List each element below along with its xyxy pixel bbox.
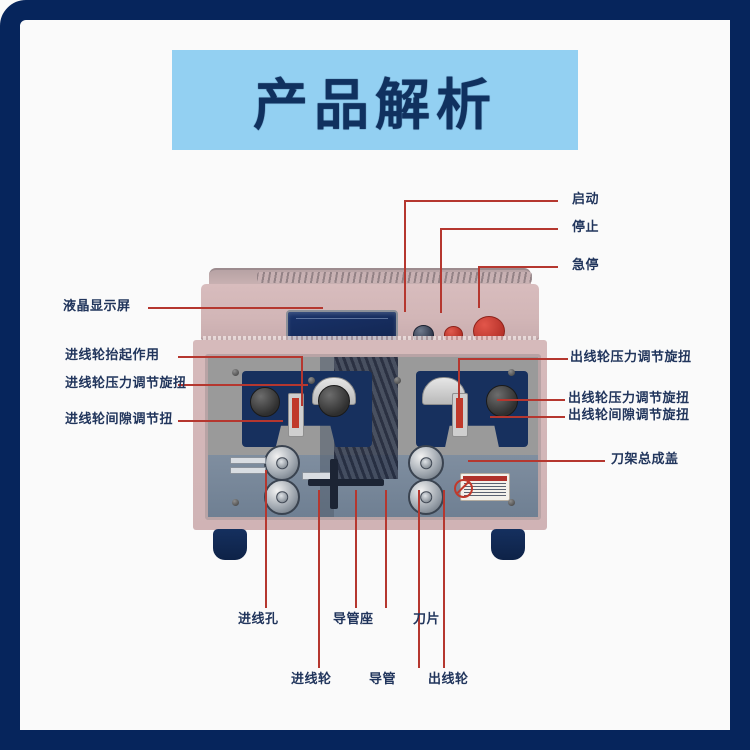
leader-blade-cover bbox=[468, 460, 605, 462]
leader-stop-button-v bbox=[440, 228, 442, 313]
machine-upper-face bbox=[201, 284, 539, 350]
label-tube-seat: 导管座 bbox=[333, 612, 374, 627]
wire-inlet-guide bbox=[230, 457, 266, 464]
leader-feed-lift-h bbox=[178, 356, 303, 358]
panel-screw bbox=[394, 377, 401, 384]
blade-carrier bbox=[330, 459, 338, 509]
label-feed-wheel-lift: 进线轮抬起作用 bbox=[65, 348, 160, 363]
label-lcd-screen: 液晶显示屏 bbox=[63, 299, 131, 314]
out-roller-lower bbox=[408, 479, 444, 515]
leader-wire-inlet-hole bbox=[265, 470, 267, 608]
label-stop-button: 停止 bbox=[572, 220, 600, 235]
leader-feed-gap bbox=[178, 420, 283, 422]
out-wheel-gap-slot[interactable] bbox=[452, 393, 468, 437]
title-banner: 产品解析 bbox=[172, 50, 578, 150]
out-roller-upper bbox=[408, 445, 444, 481]
vent-grille bbox=[257, 272, 532, 283]
label-feed-wheel-pressure: 进线轮压力调节旋扭 bbox=[65, 376, 187, 391]
panel-screw bbox=[508, 499, 515, 506]
label-guide-tube: 导管 bbox=[369, 672, 397, 687]
leader-feed-wheel bbox=[318, 490, 320, 668]
panel-screw bbox=[232, 499, 239, 506]
leader-stop-button-h bbox=[440, 228, 558, 230]
leader-blade bbox=[385, 490, 387, 608]
feed-roller-upper bbox=[264, 445, 300, 481]
label-out-wheel-gap: 出线轮间隙调节旋扭 bbox=[568, 408, 690, 423]
leader-out-pressure bbox=[497, 399, 565, 401]
label-emergency-stop: 急停 bbox=[572, 258, 600, 273]
page-title: 产品解析 bbox=[252, 72, 497, 137]
label-blade: 刀片 bbox=[413, 612, 441, 627]
machine-control-panel bbox=[205, 354, 541, 520]
leader-estop-v bbox=[478, 266, 480, 308]
out-wheel-pressure-knob[interactable] bbox=[486, 385, 518, 417]
machine-top-shell bbox=[209, 268, 532, 288]
machine-illustration bbox=[185, 268, 555, 563]
label-out-wheel-pressure: 出线轮压力调节旋扭 bbox=[568, 391, 690, 406]
leader-feed-pressure bbox=[178, 384, 308, 386]
feed-roller-lower bbox=[264, 479, 300, 515]
feed-wheel-pressure-knob[interactable] bbox=[318, 385, 350, 417]
leader-out-pressure-top-v bbox=[458, 358, 460, 398]
label-feed-wheel-gap: 进线轮间隙调节扭 bbox=[65, 412, 174, 427]
leader-feed-lift-v bbox=[301, 356, 303, 406]
leader-start-button-v bbox=[404, 200, 406, 312]
label-blade-holder-cover: 刀架总成盖 bbox=[611, 452, 679, 467]
guide-tube-arm bbox=[308, 479, 384, 486]
leader-lcd bbox=[148, 307, 323, 309]
panel-screw bbox=[508, 369, 515, 376]
warning-icon bbox=[454, 479, 473, 498]
label-wire-inlet-hole: 进线孔 bbox=[238, 612, 279, 627]
leader-estop-h bbox=[478, 266, 558, 268]
feed-wheel-gap-knob[interactable] bbox=[250, 387, 280, 417]
leader-out-wheel bbox=[443, 490, 445, 668]
label-out-wheel-pressure-top: 出线轮压力调节旋扭 bbox=[570, 350, 692, 365]
leader-tube-seat bbox=[355, 490, 357, 608]
label-out-wheel: 出线轮 bbox=[428, 672, 469, 687]
panel-screw bbox=[232, 369, 239, 376]
feed-wheel-lift-slot[interactable] bbox=[288, 393, 304, 437]
machine-foot-left bbox=[213, 529, 247, 560]
panel-screw bbox=[308, 377, 315, 384]
leader-out-pressure-top-h bbox=[458, 358, 568, 360]
leader-out-gap bbox=[490, 416, 565, 418]
wire-inlet-guide-2 bbox=[230, 467, 266, 474]
machine-foot-right bbox=[491, 529, 525, 560]
label-start-button: 启动 bbox=[572, 192, 600, 207]
label-feed-wheel: 进线轮 bbox=[291, 672, 332, 687]
leader-start-button-h bbox=[404, 200, 558, 202]
leader-guide-tube bbox=[418, 490, 420, 668]
